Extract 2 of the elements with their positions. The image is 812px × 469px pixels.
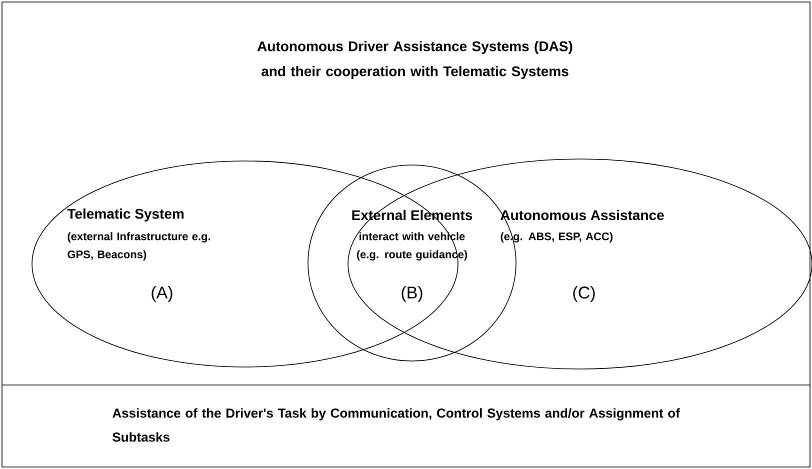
caption-text: Assistance of the Driver's Task by Communication, Control Systems and/or Assignment of Subtasks bbox=[112, 408, 680, 442]
title: Autonomous Driver Assistance Systems (DAS) and their cooperation with Telematic Systems bbox=[257, 40, 572, 80]
